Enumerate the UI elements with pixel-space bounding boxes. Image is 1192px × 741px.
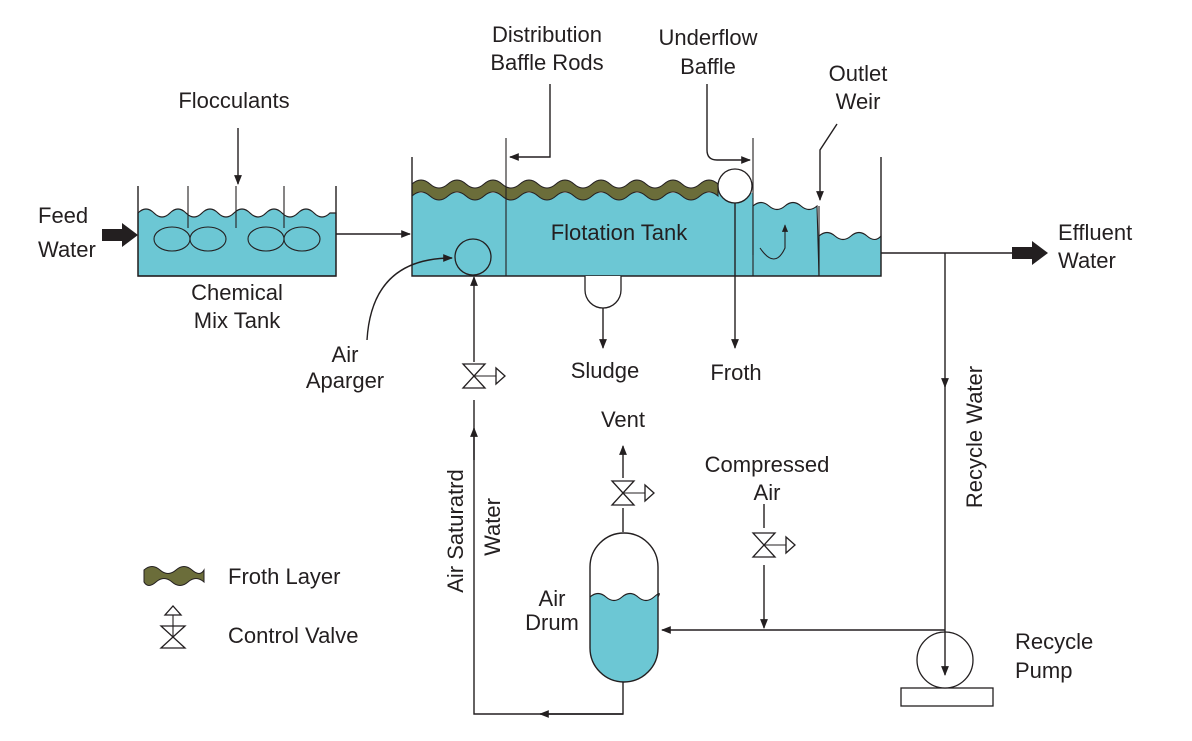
- label-compressed-air-1: Compressed: [705, 452, 830, 477]
- label-recycle-pump-1: Recycle: [1015, 629, 1093, 654]
- air-drum: [589, 532, 660, 683]
- label-underflow-baffle-1: Underflow: [658, 25, 757, 50]
- labels: Flocculants Feed Water Chemical Mix Tank…: [38, 22, 1132, 683]
- label-recycle-pump-2: Pump: [1015, 658, 1072, 683]
- label-vent: Vent: [601, 407, 645, 432]
- label-compressed-air-2: Air: [754, 480, 781, 505]
- froth-layer: [411, 179, 719, 201]
- label-air-saturated-water-2: Water: [480, 498, 505, 556]
- label-distribution-baffle-rods-1: Distribution: [492, 22, 602, 47]
- legend: Froth Layer Control Valve: [143, 564, 358, 649]
- label-air-sparger-2: Aparger: [306, 368, 384, 393]
- saturated-water-valve[interactable]: [461, 363, 506, 389]
- label-feed-water-2: Water: [38, 237, 96, 262]
- label-recycle-water: Recycle Water: [962, 366, 987, 508]
- label-chemical-mix-tank-2: Mix Tank: [194, 308, 281, 333]
- label-air-sparger-1: Air: [332, 342, 359, 367]
- label-air-drum-1: Air: [539, 586, 566, 611]
- label-froth: Froth: [710, 360, 761, 385]
- effluent-arrow-icon: [1012, 241, 1048, 265]
- mix-tank-water: [137, 208, 337, 277]
- label-underflow-baffle-2: Baffle: [680, 54, 736, 79]
- label-air-drum-2: Drum: [525, 610, 579, 635]
- legend-froth-swatch: [143, 566, 205, 586]
- label-distribution-baffle-rods-2: Baffle Rods: [490, 50, 603, 75]
- label-feed-water-1: Feed: [38, 203, 88, 228]
- label-outlet-weir-1: Outlet: [829, 61, 888, 86]
- legend-froth-layer: Froth Layer: [228, 564, 341, 589]
- air-sparger: [454, 238, 492, 276]
- label-air-saturated-water-1: Air Saturatrd: [443, 469, 468, 593]
- recycle-pump: [900, 631, 994, 707]
- chemical-mix-tank: [137, 186, 337, 277]
- legend-control-valve: Control Valve: [228, 623, 358, 648]
- label-flotation-tank: Flotation Tank: [551, 220, 689, 245]
- label-flocculants: Flocculants: [178, 88, 289, 113]
- flow-lines: [102, 84, 1048, 718]
- label-effluent-water-1: Effluent: [1058, 220, 1132, 245]
- label-sludge: Sludge: [571, 358, 640, 383]
- label-effluent-water-2: Water: [1058, 248, 1116, 273]
- pump-base: [900, 687, 994, 707]
- label-chemical-mix-tank-1: Chemical: [191, 280, 283, 305]
- compressed-air-valve[interactable]: [751, 532, 796, 558]
- sludge-hopper: [584, 276, 622, 309]
- feed-arrow-icon: [102, 223, 138, 247]
- vent-valve[interactable]: [610, 480, 655, 506]
- label-outlet-weir-2: Weir: [836, 89, 881, 114]
- froth-roller: [717, 168, 753, 204]
- flotation-tank: [411, 138, 882, 309]
